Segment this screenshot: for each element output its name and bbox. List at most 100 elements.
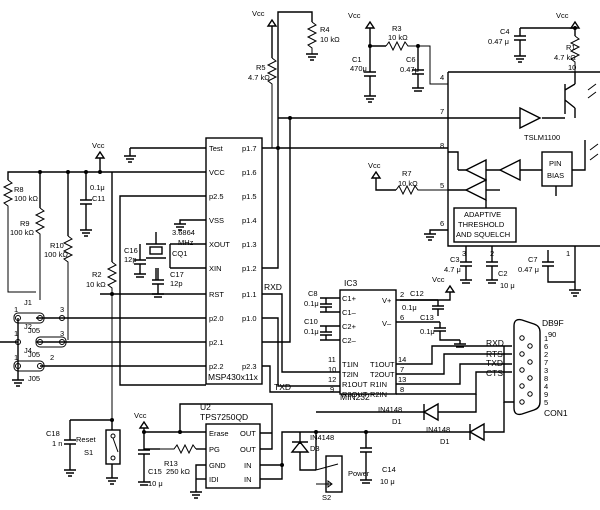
left-vcc-rail: Vcc R8 100 kΩ R9 100 kΩ R10 100 kΩ 0.1μ …	[2, 141, 118, 420]
vcc-label-r1: Vcc	[556, 11, 569, 20]
ic3-num-9: 9	[330, 385, 334, 394]
sensor-pin-6: 6	[440, 219, 444, 228]
u2-ref: U2	[200, 402, 211, 412]
u2-pin-gnd: GND	[209, 461, 226, 470]
u2-pin-erase: Erase	[209, 429, 229, 438]
sig-txd: TXD	[486, 358, 503, 368]
r9-val: 100 kΩ	[10, 228, 34, 237]
db9-gender: 90	[548, 330, 556, 339]
j2-pin3: 3	[60, 329, 64, 338]
ic3-pin-r1out: R1OUT	[342, 380, 368, 389]
c12-val: 0.1μ	[402, 303, 417, 312]
r4-ref: R4	[320, 25, 330, 34]
j1-pin1: 1	[14, 305, 18, 314]
adaptive-label-2: THRESHOLD	[458, 220, 505, 229]
sensor-bypass-caps: C3 4.7 μ C2 10 μ C7 0.47 μ Vcc	[400, 246, 581, 301]
d3-ref: D3	[310, 444, 320, 453]
u1-pin-p12: p1.2	[242, 264, 257, 273]
sensor-pin-1: 1	[566, 249, 570, 258]
j1-ref: J1	[24, 298, 32, 307]
ic3-num-7: 7	[400, 365, 404, 374]
sensor-power-filter: Vcc R3 10 kΩ C1 470μ C6 0.47μ 4	[348, 11, 448, 103]
c1-ref: C1	[352, 55, 362, 64]
u1-left-wiring: 3.6864 MHz CQ1 C16 12p C17 12p	[36, 147, 206, 386]
r8-val: 100 kΩ	[14, 194, 38, 203]
db9-pin-5: 5	[544, 398, 548, 407]
c10-ref: C10	[304, 317, 318, 326]
c11-val: 0.1μ	[90, 183, 105, 192]
serial-lines: RXD RTS TXD CTS	[296, 338, 512, 395]
ic3-pin-vm: V–	[382, 319, 392, 328]
db9-pin-3: 3	[544, 366, 548, 375]
d1a-ref: D1	[392, 417, 402, 426]
d1b-part: IN4148	[426, 425, 450, 434]
ic3-pin-t1out: T1OUT	[370, 360, 395, 369]
r7-pullup: Vcc R7 10 kΩ	[368, 161, 448, 196]
c6-val: 0.47μ	[400, 65, 419, 74]
pin-bias-1: PIN	[549, 159, 562, 168]
vcc-label-r7: Vcc	[368, 161, 381, 170]
j1-part: J05	[28, 326, 40, 335]
vcc-label-r5: Vcc	[252, 9, 265, 18]
u1-pin-vss: VSS	[209, 216, 224, 225]
d1b-ref: D1	[440, 437, 450, 446]
u1-pin-p14: p1.4	[242, 216, 257, 225]
c3-ref: C3	[450, 255, 460, 264]
r10-val: 100 kΩ	[44, 250, 68, 259]
r5-val: 4.7 kΩ	[248, 73, 270, 82]
db9-pin-7: 7	[544, 358, 548, 367]
u1-pin-p16: p1.6	[242, 168, 257, 177]
c6-ref: C6	[406, 55, 416, 64]
sensor-led-supply: Vcc C4 0.47 μ R1 4.7 kΩ 10	[488, 11, 581, 72]
u2-part: TPS7250QD	[200, 412, 248, 422]
r13-val: 250 kΩ	[166, 467, 190, 476]
c17-val: 12p	[170, 279, 183, 288]
vcc-label-left: Vcc	[92, 141, 105, 150]
c12-ref: C12	[410, 289, 424, 298]
d1a-part: IN4148	[378, 405, 402, 414]
vcc-label-ic3: Vcc	[432, 275, 445, 284]
vcc-label-u2: Vcc	[134, 411, 147, 420]
ic3-num-13: 13	[398, 375, 406, 384]
j4-pin2: 2	[50, 353, 54, 362]
u1-pin-p25: p2.5	[209, 192, 224, 201]
u1-pin-rst: RST	[209, 290, 224, 299]
ic3-num-14: 14	[398, 355, 406, 364]
u1-pin-p23: p2.3	[242, 362, 257, 371]
j4-pin1: 1	[14, 353, 18, 362]
db9-ref: DB9F	[542, 318, 564, 328]
ic3-charge-pump-caps: C8 0.1μ C10 0.1μ C12 0.1μ C13 0.1μ	[304, 289, 466, 348]
ic3-pin-r2in: R2IN	[370, 390, 387, 399]
u1-pin-p13: p1.3	[242, 240, 257, 249]
r4-val: 10 kΩ	[320, 35, 340, 44]
s1-ref: S1	[84, 448, 93, 457]
r8-ref: R8	[14, 185, 24, 194]
ic3-num-8: 8	[400, 385, 404, 394]
j4-ref: J4	[24, 346, 32, 355]
r3-ref: R3	[392, 24, 402, 33]
sig-rts: RTS	[486, 349, 503, 359]
sig-cts: CTS	[486, 368, 503, 378]
ic3-num-12: 12	[328, 375, 336, 384]
ic3-max232: IC3 MIN232 C1+ C1– C2+ C2– T1IN T2IN R1O…	[328, 278, 406, 402]
c14-val: 10 μ	[380, 477, 395, 486]
ic3-pin-c1p: C1+	[342, 294, 357, 303]
c16-val: 12p	[124, 255, 137, 264]
db9-shell	[513, 318, 541, 416]
u1-pin-p22: p2.2	[209, 362, 224, 371]
ic3-num-11: 11	[328, 355, 336, 364]
r13-ref: R13	[164, 459, 178, 468]
s2-label: Power	[348, 469, 370, 478]
u1-pin-vcc: VCC	[209, 168, 225, 177]
ic3-pin-c2m: C2–	[342, 336, 357, 345]
c15-ref: C15	[148, 467, 162, 476]
c18-val: 1 n	[52, 439, 62, 448]
u2-pin-out2: OUT	[240, 445, 256, 454]
reset-switch-s1[interactable]	[105, 429, 121, 465]
sensor-pin-3: 3	[462, 249, 466, 258]
j2-part: J05	[28, 350, 40, 359]
u1-pin-p20: p2.0	[209, 314, 224, 323]
sig-rxd: RXD	[486, 338, 504, 348]
r10-ref: R10	[50, 241, 64, 250]
